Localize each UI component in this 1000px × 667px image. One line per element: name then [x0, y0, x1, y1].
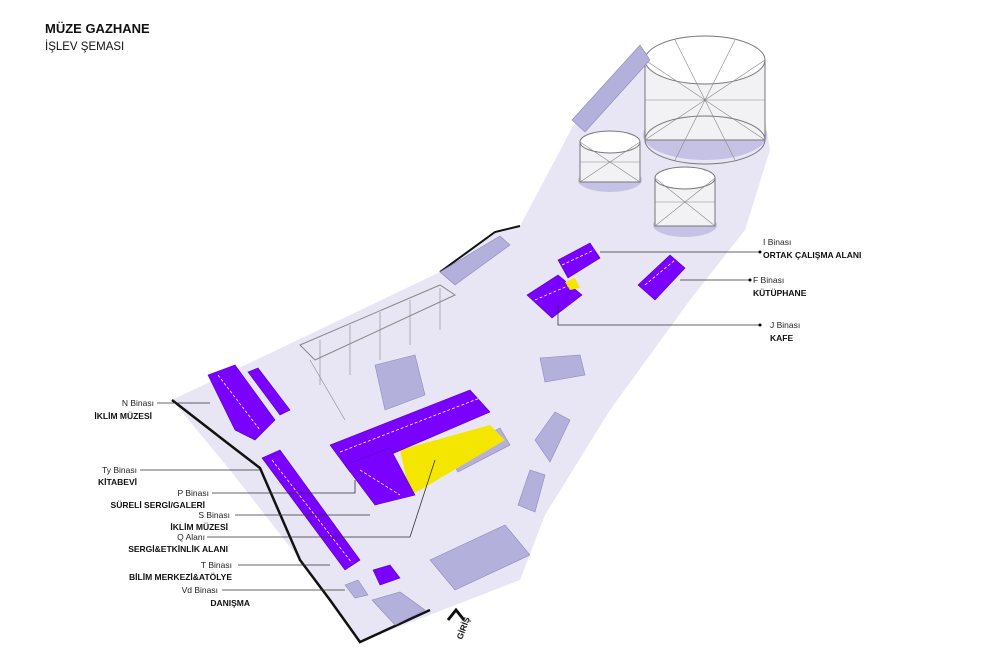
building-s: [344, 447, 416, 506]
label-building: N Binası: [122, 398, 154, 408]
building-east-2: [534, 411, 571, 463]
label-building: I Binası: [763, 237, 791, 247]
gasometer-large: [643, 35, 767, 165]
structure-frame: [299, 284, 457, 421]
label-function: SÜRELİ SERGİ/GALERİ: [111, 500, 205, 510]
label-building: P Binası: [177, 488, 209, 498]
label-building: F Binası: [753, 275, 784, 285]
label-function: DANIŞMA: [210, 598, 250, 608]
label-function: KİTABEVİ: [98, 477, 137, 487]
building-ty-t: [261, 449, 361, 571]
building-t-small: [372, 564, 401, 586]
label-building: T Binası: [201, 560, 232, 570]
label-function: KAFE: [770, 333, 793, 343]
label-function: SERGİ&ETKİNLİK ALANI: [128, 544, 228, 554]
building-n: [207, 364, 291, 441]
label-building: Ty Binası: [102, 465, 137, 475]
gasometer-small: [653, 166, 717, 237]
label-building: Q Alanı: [177, 532, 205, 542]
site-boundary-north: [439, 225, 521, 273]
building-p: [329, 389, 491, 473]
q-area-open: [400, 425, 505, 495]
diagram-subtitle: İŞLEV ŞEMASI: [45, 40, 124, 53]
building-south: [429, 524, 531, 591]
label-function: BİLİM MERKEZİ&ATÖLYE: [129, 572, 232, 582]
gasometer-medium: [578, 130, 642, 192]
entrance-label: GİRİŞ: [454, 615, 471, 640]
building-f: [637, 254, 686, 301]
label-function: İKLİM MÜZESİ: [94, 411, 152, 421]
building-ramp: [439, 235, 511, 286]
j-yellow: [565, 278, 580, 290]
label-building: J Binası: [770, 320, 800, 330]
diagram-title: MÜZE GAZHANE: [45, 21, 150, 36]
label-function: ORTAK ÇALIŞMA ALANI: [763, 250, 861, 260]
label-function: KÜTÜPHANE: [753, 288, 807, 298]
building-i: [557, 242, 601, 279]
site-ground: [172, 50, 770, 642]
building-vd: [344, 579, 369, 599]
label-building: Vd Binası: [182, 585, 218, 595]
building-central: [374, 354, 426, 411]
site-boundary: [171, 399, 431, 644]
label-function: İKLİM MÜZESİ: [170, 522, 228, 532]
label-building: S Binası: [198, 510, 230, 520]
entrance-arrow-icon: [446, 607, 466, 621]
building-east-3: [517, 469, 546, 513]
building-north: [571, 44, 651, 133]
building-east-1: [539, 354, 586, 383]
building-entrance: [371, 591, 426, 626]
